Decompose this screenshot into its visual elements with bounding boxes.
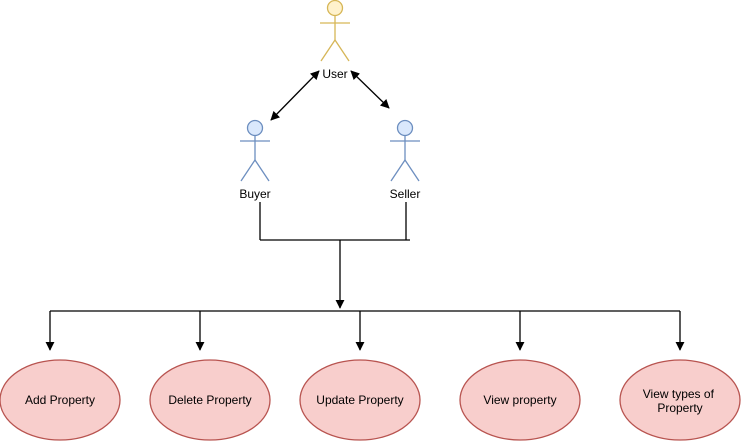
use-case-add-property[interactable]: Add Property [0, 359, 121, 441]
use-case-label-view-property: View property [483, 393, 556, 407]
use-case-delete-property[interactable]: Delete Property [149, 359, 271, 441]
use-case-ellipse [459, 359, 581, 441]
use-case-view-types-of-property[interactable]: View types of Property [619, 359, 741, 441]
use-case-ellipse [619, 359, 741, 441]
buyer-actor-label: Buyer [239, 187, 270, 201]
user-seller-arrow[interactable] [350, 70, 390, 109]
buyer-actor[interactable]: Buyer [239, 119, 271, 202]
use-case-update-property[interactable]: Update Property [299, 359, 421, 441]
use-case-label-delete-property: Delete Property [168, 393, 251, 407]
use-case-view-property[interactable]: View property [459, 359, 581, 441]
user-actor-body [320, 15, 350, 62]
user-actor-label: User [322, 67, 347, 81]
seller-actor[interactable]: Seller [390, 119, 421, 202]
user-actor-head [326, 0, 344, 17]
use-case-label-update-property: Update Property [316, 393, 403, 407]
use-case-label-add-property: Add Property [25, 393, 95, 407]
use-case-label-line-2: Property [657, 401, 702, 415]
seller-actor-head [396, 119, 414, 137]
user-actor[interactable]: User [320, 0, 350, 82]
use-case-label-line-1: View types of [643, 387, 715, 401]
seller-actor-body [390, 135, 420, 182]
use-case-ellipse [299, 359, 421, 441]
use-case-label-view-types-of-property: View types of Property [643, 387, 718, 415]
seller-actor-label: Seller [390, 187, 421, 201]
actors-merge-connector[interactable] [259, 202, 410, 241]
buyer-actor-head [246, 119, 264, 137]
use-case-ellipse [149, 359, 271, 441]
use-case-ellipse [0, 359, 121, 441]
user-buyer-arrow[interactable] [270, 70, 320, 121]
buyer-actor-body [240, 135, 270, 182]
